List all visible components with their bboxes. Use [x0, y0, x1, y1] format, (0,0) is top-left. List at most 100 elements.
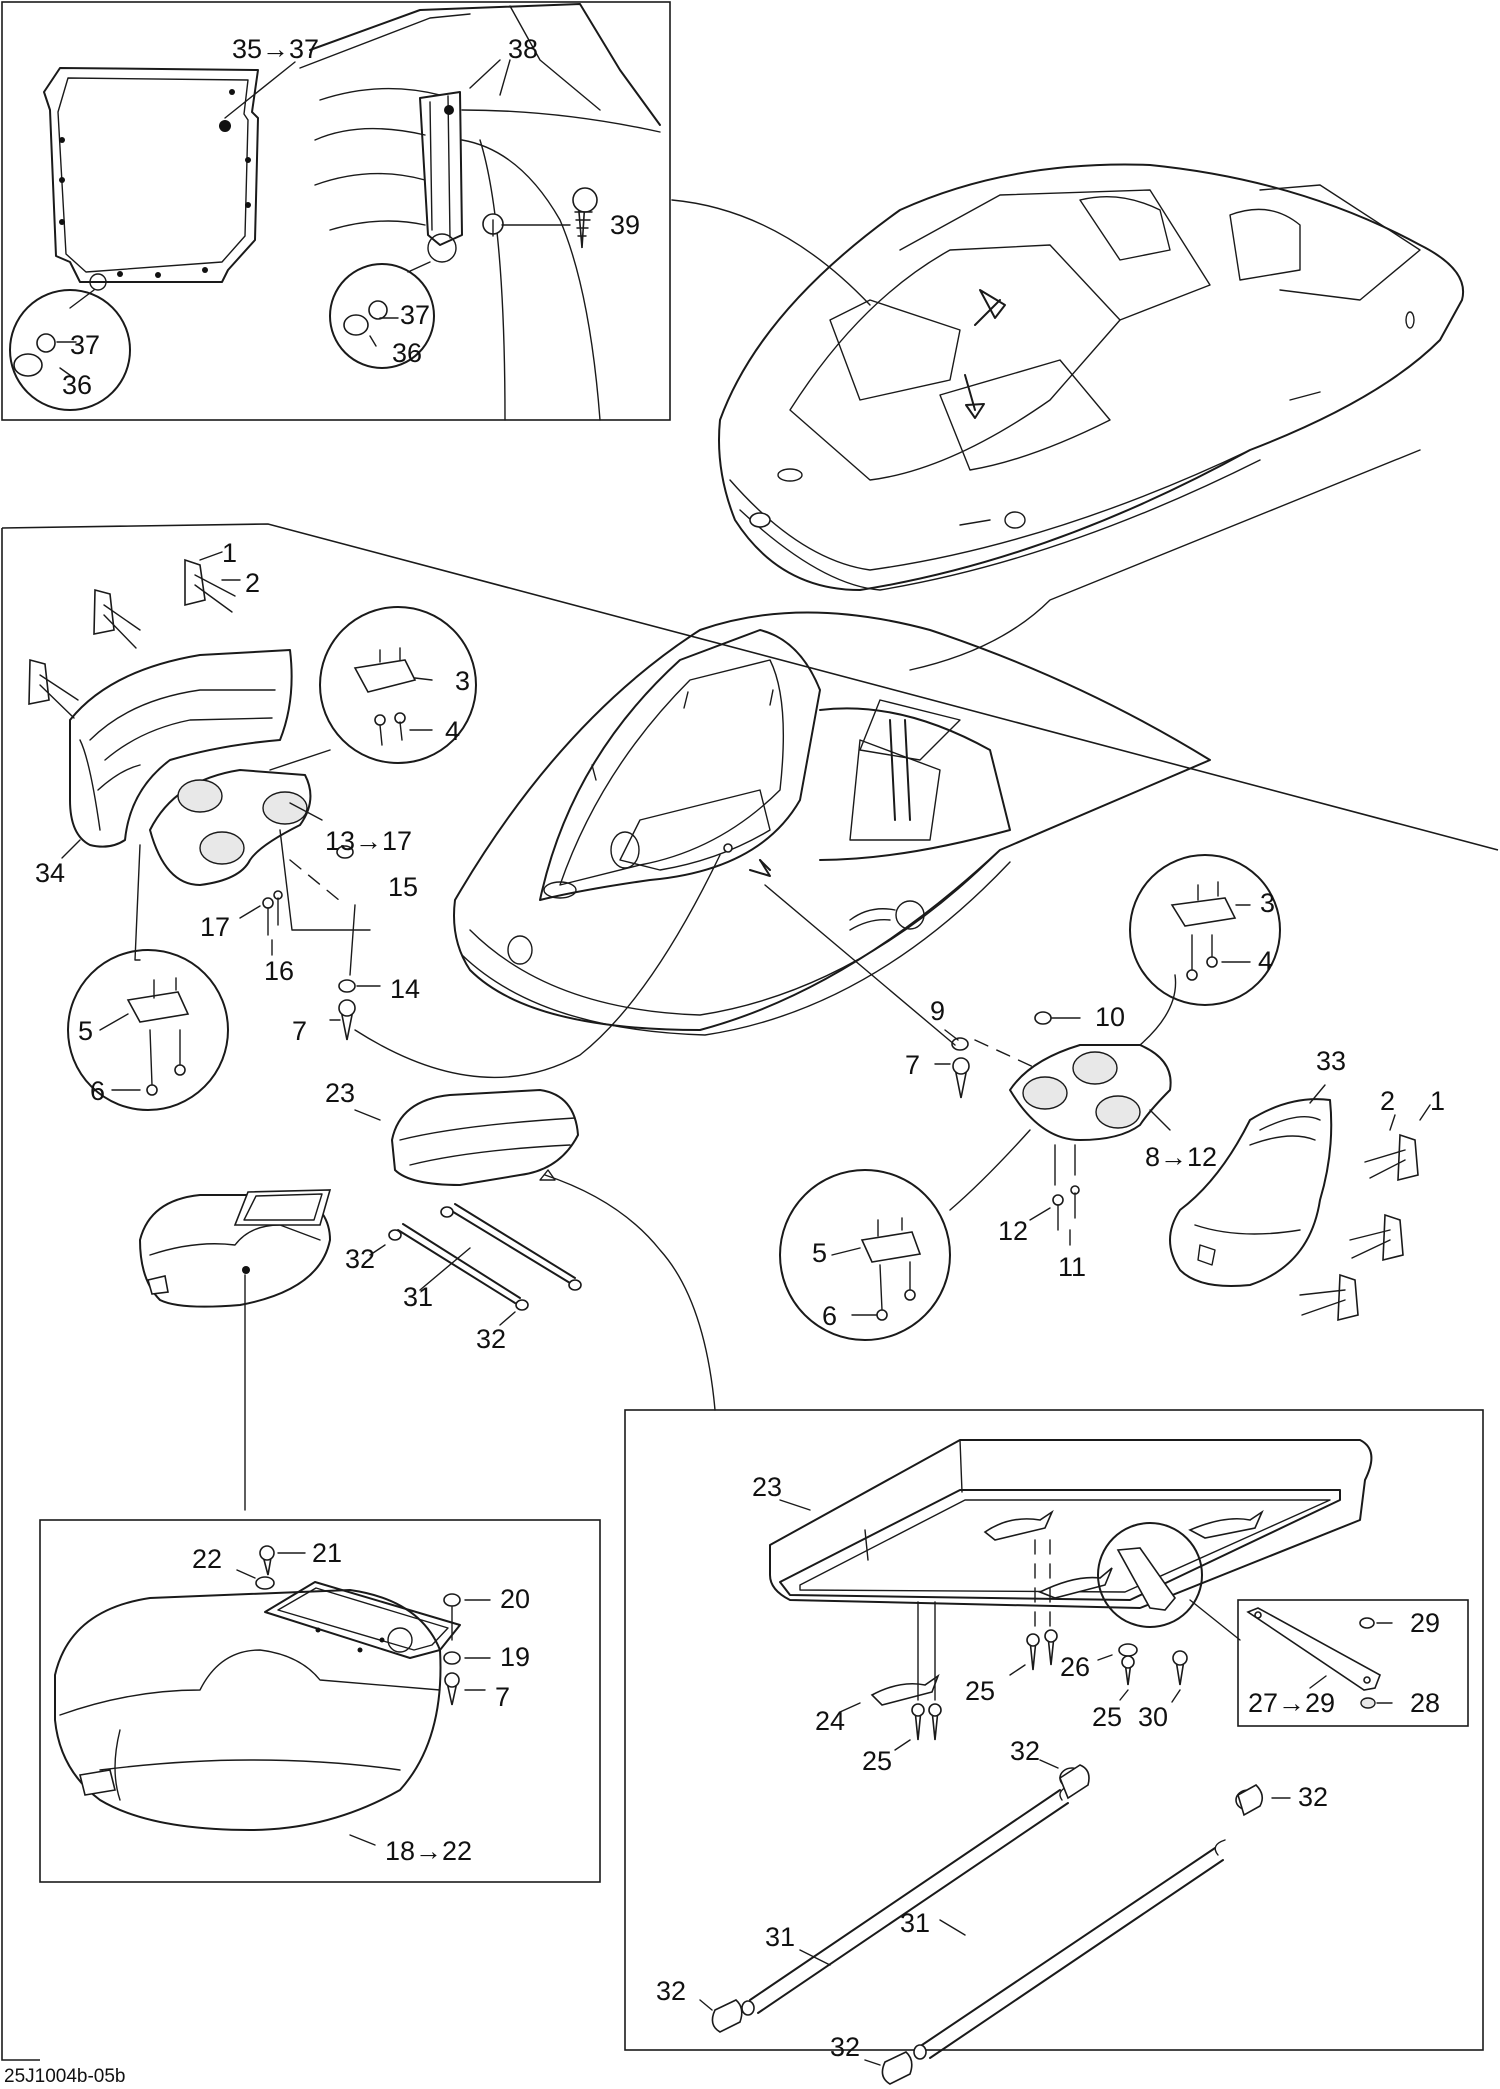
windshield-post	[419, 91, 463, 246]
label-21: 21	[312, 1538, 342, 1568]
label-37-b: 37	[400, 300, 430, 330]
cushion-34	[69, 649, 293, 848]
label-10: 10	[1095, 1002, 1125, 1032]
windshield-frame	[309, 3, 661, 126]
inset-frame-bench	[624, 1409, 1484, 2051]
label-26: 26	[1060, 1652, 1090, 1682]
labels-inset-seat: 22 21 20 19 7 18→22	[192, 1538, 530, 1866]
label-3-right: 3	[1260, 888, 1275, 918]
label-8-12: 8→12	[1145, 1142, 1217, 1172]
lid-panel	[43, 67, 259, 283]
label-23-bench: 23	[752, 1472, 782, 1502]
seat-cushion-large	[54, 1589, 442, 1831]
label-27-29: 27→29	[1248, 1688, 1335, 1718]
label-2-left: 2	[245, 568, 260, 598]
label-7-seat: 7	[495, 1682, 510, 1712]
boat-bow-view	[453, 611, 1211, 1036]
label-28: 28	[1410, 1688, 1440, 1718]
inset-frame-top	[1, 1, 671, 421]
label-18-22: 18→22	[385, 1836, 472, 1866]
label-22: 22	[192, 1544, 222, 1574]
rod-31-right	[449, 1203, 576, 1284]
label-39: 39	[610, 210, 640, 240]
detail-circle-bracket-right-bottom	[779, 1169, 951, 1341]
label-33: 33	[1316, 1046, 1346, 1076]
label-19: 19	[500, 1642, 530, 1672]
seat-base-13-17	[149, 769, 312, 886]
label-13-17: 13→17	[325, 826, 412, 856]
labels-inset-top: 35→37 38 39 37 36 37 36	[62, 34, 640, 400]
inset-bench	[624, 1409, 1484, 2085]
cushion-23	[391, 1089, 579, 1186]
detail-circle-bracket-right-top	[1129, 854, 1281, 1006]
label-16: 16	[264, 956, 294, 986]
label-32-bench-a: 32	[1010, 1736, 1040, 1766]
middle-seat-group	[139, 1089, 716, 1511]
reference-code: 25J1004b-05b	[4, 2066, 126, 2087]
detail-circle-plug-left	[9, 289, 131, 411]
leader-inset-to-boat	[671, 199, 871, 306]
right-cushion-group	[764, 854, 1431, 1341]
label-3-left: 3	[455, 666, 470, 696]
label-1-left: 1	[222, 538, 237, 568]
cushion-33	[1169, 1098, 1333, 1287]
labels-inset-bench: 23 24 25 25 26 25 30 29 27→29 28 32 32 3…	[656, 1472, 1440, 2062]
boat-overview	[671, 163, 1465, 591]
label-6-left: 6	[90, 1076, 105, 1106]
label-9: 9	[930, 996, 945, 1026]
label-12: 12	[998, 1216, 1028, 1246]
label-38: 38	[508, 34, 538, 64]
label-20: 20	[500, 1584, 530, 1614]
detail-circle-bracket-left-bottom	[67, 949, 229, 1111]
label-31-bench-b: 31	[900, 1908, 930, 1938]
inset-storage-lid	[1, 1, 671, 421]
inset-frame-strap	[1237, 1599, 1469, 1727]
label-25-a: 25	[965, 1676, 995, 1706]
rod-31-left	[397, 1223, 521, 1304]
label-6-right: 6	[822, 1301, 837, 1331]
rod-31-bench-upper	[749, 1789, 1069, 2014]
label-4-right: 4	[1258, 946, 1273, 976]
left-cushion-group	[28, 551, 721, 1111]
label-1-right: 1	[1430, 1086, 1445, 1116]
label-32-main-b: 32	[476, 1324, 506, 1354]
detail-circle-strap	[1097, 1522, 1203, 1628]
seat-base-8-12	[1009, 1044, 1172, 1141]
seat-cushion-small	[139, 1194, 331, 1308]
label-2-right: 2	[1380, 1086, 1395, 1116]
label-17: 17	[200, 912, 230, 942]
label-7-right: 7	[905, 1050, 920, 1080]
label-14: 14	[390, 974, 420, 1004]
label-32-main-a: 32	[345, 1244, 375, 1274]
seat-lid-panel	[264, 1581, 461, 1659]
label-25-b: 25	[862, 1746, 892, 1776]
bracket-1-icon	[28, 558, 236, 719]
screw-39-icon	[572, 187, 598, 249]
labels-main: 1 2 3 4 34 13→17 15 17 16 14 7 5 6 9 10 …	[35, 538, 1445, 1354]
inset-seat	[39, 1519, 601, 1883]
label-11: 11	[1058, 1252, 1086, 1282]
label-36-b: 36	[392, 338, 422, 368]
main-frame-top	[1, 523, 1499, 851]
label-32-bench-b: 32	[1298, 1782, 1328, 1812]
boat-hull-top	[718, 163, 1465, 591]
detail-circle-bracket-left-top	[319, 606, 477, 764]
label-31-main: 31	[403, 1282, 433, 1312]
label-35-37: 35→37	[232, 34, 319, 64]
label-30: 30	[1138, 1702, 1168, 1732]
bench-cushion-23	[769, 1439, 1373, 1609]
label-32-bench-d: 32	[830, 2032, 860, 2062]
label-24: 24	[815, 1706, 845, 1736]
rod-31-bench-lower	[921, 1847, 1224, 2059]
label-23-main: 23	[325, 1078, 355, 1108]
bow-hull	[453, 611, 1211, 1031]
label-31-bench-a: 31	[765, 1922, 795, 1952]
label-15: 15	[388, 872, 418, 902]
label-25-c: 25	[1092, 1702, 1122, 1732]
detail-circle-plug-right	[329, 263, 435, 369]
label-29: 29	[1410, 1608, 1440, 1638]
label-37-a: 37	[70, 330, 100, 360]
main-frame-left	[1, 528, 40, 2061]
label-5-left: 5	[78, 1016, 93, 1046]
